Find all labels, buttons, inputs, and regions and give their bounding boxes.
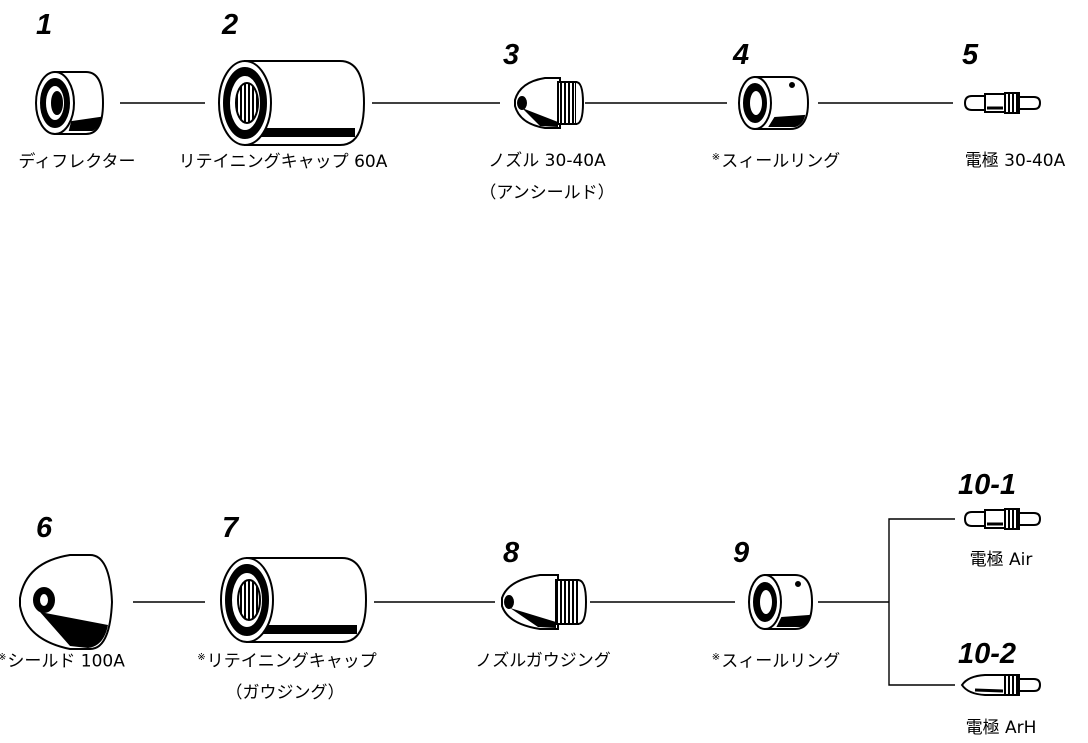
part-label-electrode-air: 電極 Air bbox=[970, 552, 1033, 569]
deflector-part bbox=[35, 71, 105, 135]
part-label-retaining-cap-60a: リテイニングキャップ 60A bbox=[179, 154, 388, 171]
connector-lines bbox=[120, 102, 955, 686]
part-label-shield-100a: ※シールド 100A bbox=[0, 653, 125, 671]
part-number-2: 2 bbox=[222, 9, 239, 41]
part-number-1: 1 bbox=[36, 9, 53, 41]
electrode-arh-part bbox=[960, 674, 1042, 696]
part-label-electrode-30-40a: 電極 30-40A bbox=[965, 153, 1065, 170]
part-label-nozzle-gouging: ノズルガウジング bbox=[475, 653, 611, 670]
retaining-cap-60a-part bbox=[218, 60, 366, 146]
part-label-text: スィールリング bbox=[721, 151, 841, 172]
electrode-30-40a-part bbox=[963, 92, 1042, 114]
part-number-9: 9 bbox=[733, 537, 750, 569]
part-label-text: 電極 ArH bbox=[965, 718, 1037, 738]
part-sublabel-text: （アンシールド） bbox=[479, 183, 615, 203]
swirl-ring-part-1 bbox=[738, 76, 810, 130]
note-mark: ※ bbox=[0, 652, 6, 663]
part-sublabel-unshielded: （アンシールド） bbox=[479, 185, 614, 202]
part-label-text: ノズル 30-40A bbox=[488, 151, 606, 171]
note-mark: ※ bbox=[197, 652, 206, 663]
swirl-ring-part-2 bbox=[748, 574, 814, 630]
part-label-text: リテイニングキャップ bbox=[206, 651, 377, 672]
part-number-6: 6 bbox=[36, 512, 53, 544]
part-label-text: スィールリング bbox=[721, 651, 841, 672]
part-label-retaining-cap-gouging: ※リテイニングキャップ bbox=[197, 653, 376, 671]
part-label-text: シールド 100A bbox=[7, 651, 125, 672]
part-label-text: リテイニングキャップ 60A bbox=[178, 152, 388, 172]
note-mark: ※ bbox=[711, 652, 721, 663]
part-label-swirl-ring-1: ※スィールリング bbox=[712, 153, 840, 171]
part-number-4: 4 bbox=[733, 39, 750, 71]
part-label-text: 電極 Air bbox=[969, 550, 1033, 570]
part-sublabel-text: （ガウジング） bbox=[225, 683, 345, 703]
part-label-nozzle-30-40a: ノズル 30-40A bbox=[488, 153, 605, 170]
part-number-7: 7 bbox=[222, 512, 239, 544]
note-mark: ※ bbox=[711, 152, 721, 163]
part-label-text: ノズルガウジング bbox=[475, 651, 611, 671]
retaining-cap-gouging-part bbox=[220, 557, 368, 643]
part-label-text: ディフレクター bbox=[18, 152, 136, 172]
part-label-swirl-ring-2: ※スィールリング bbox=[712, 653, 840, 671]
electrode-air-part bbox=[963, 508, 1042, 530]
part-number-8: 8 bbox=[503, 537, 520, 569]
part-label-deflector: ディフレクター bbox=[18, 154, 135, 171]
part-sublabel-gouging: （ガウジング） bbox=[226, 685, 345, 702]
part-number-3: 3 bbox=[503, 39, 520, 71]
part-label-electrode-arh: 電極 ArH bbox=[966, 720, 1037, 737]
part-label-text: 電極 30-40A bbox=[964, 151, 1066, 171]
nozzle-30-40a-part bbox=[514, 77, 585, 129]
nozzle-gouging-part bbox=[501, 574, 588, 630]
part-number-10-2: 10-2 bbox=[958, 638, 1017, 670]
part-number-5: 5 bbox=[962, 39, 979, 71]
shield-100a-part bbox=[19, 554, 114, 650]
part-number-10-1: 10-1 bbox=[958, 469, 1017, 501]
